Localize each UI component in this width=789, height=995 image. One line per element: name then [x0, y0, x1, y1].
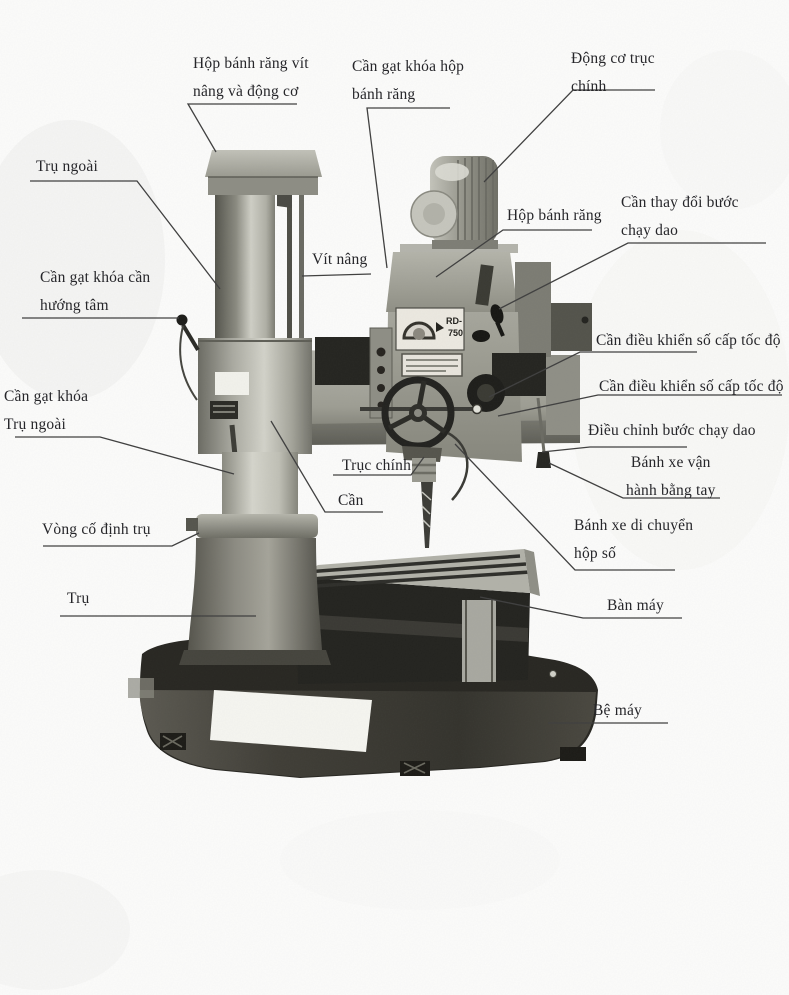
label-arm: Cần [338, 492, 364, 509]
label-outer-column: Trụ ngoài [36, 158, 98, 175]
label-gearbox: Hộp bánh răng [507, 207, 602, 224]
label-speed-lower: Cần điều khiển số cấp tốc độ [599, 378, 784, 395]
label-gearbox-motor: Hộp bánh răng vít nâng và động cơ [193, 55, 309, 100]
label-manual-handwheel: Bánh xe vận hành bằng tay [626, 454, 716, 499]
label-feed-adjust: Điều chỉnh bước chạy dao [588, 422, 756, 439]
label-feed-change: Cần thay đổi bước chạy dao [621, 194, 739, 239]
label-table: Bàn máy [607, 597, 664, 614]
label-speed-upper: Cần điều khiển số cấp tốc độ [596, 332, 781, 349]
label-arm-lock-lever: Cần gạt khóa cần hướng tâm [40, 269, 151, 314]
label-gear-lock-lever: Cần gạt khóa hộp bánh răng [352, 58, 465, 103]
label-column-lock: Cần gạt khóa Trụ ngoài [4, 388, 89, 433]
label-column-collar: Vòng cố định trụ [42, 521, 151, 538]
label-column: Trụ [67, 590, 90, 607]
label-gearbox-wheel: Bánh xe di chuyển hộp số [574, 517, 694, 562]
label-base: Bệ máy [593, 702, 642, 719]
label-spindle-motor: Động cơ trục chính [571, 50, 655, 95]
label-spindle: Trục chính [342, 457, 412, 474]
label-lift-screw: Vít nâng [312, 251, 368, 268]
